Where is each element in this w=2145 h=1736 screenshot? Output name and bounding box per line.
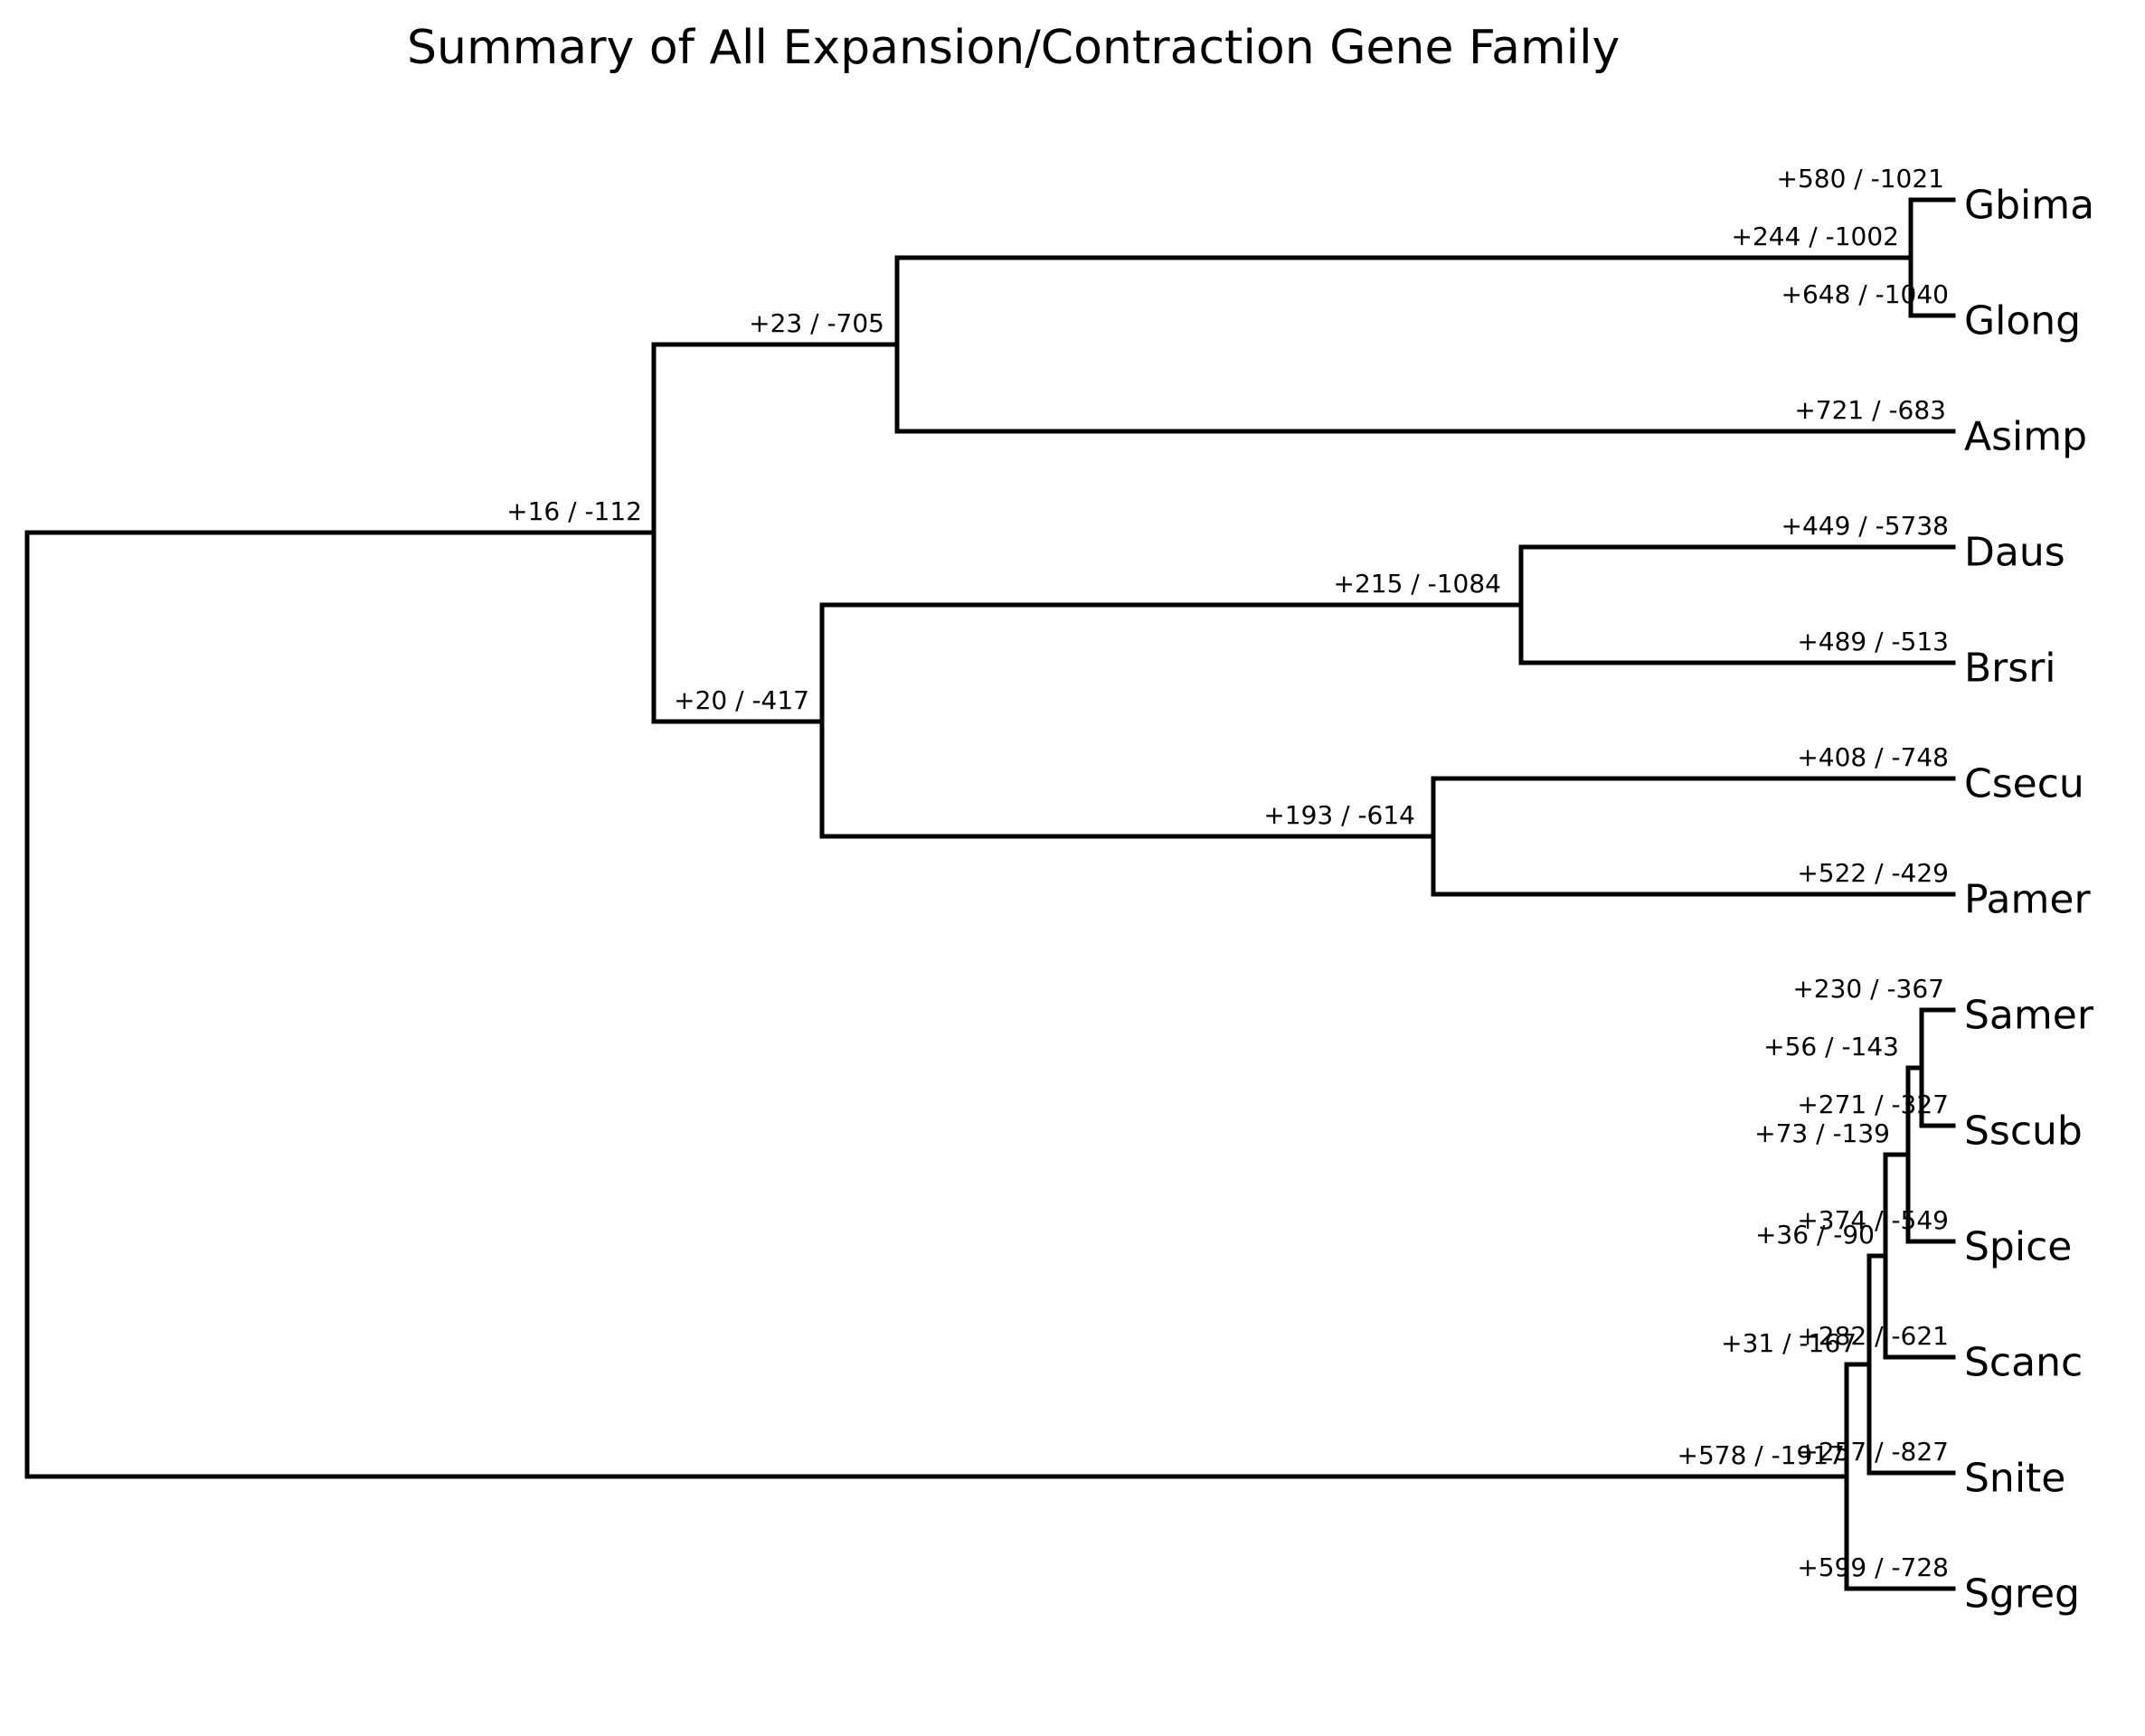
species-name: Brsri <box>1964 646 2056 692</box>
branch-gain-loss-label: +580 / -1021 <box>1777 164 1945 193</box>
branch-gain-loss-label: +271 / -327 <box>1797 1090 1949 1119</box>
species-name: Samer <box>1964 993 2094 1039</box>
branch-gain-loss-label: +721 / -683 <box>1794 395 1946 425</box>
branch-gain-loss-label: +599 / -728 <box>1797 1552 1949 1582</box>
branch-gain-loss-label: +56 / -143 <box>1763 1032 1899 1061</box>
species-name: Scanc <box>1964 1340 2083 1386</box>
branch-gain-loss-label: +244 / -1002 <box>1732 222 1900 251</box>
branch-gain-loss-label: +374 / -549 <box>1797 1205 1949 1235</box>
tree-branches <box>24 197 1956 1591</box>
branch-gain-loss-label: +36 / -90 <box>1755 1220 1875 1250</box>
species-name: Glong <box>1964 298 2081 344</box>
branch-gain-loss-label: +648 / -1040 <box>1781 279 1950 309</box>
species-name: Pamer <box>1964 877 2091 923</box>
chart-title: Summary of All Expansion/Contraction Gen… <box>407 21 1621 75</box>
tree-species-names: GbimaGlongAsimpDausBrsriCsecuPamerSamerS… <box>1964 183 2094 1618</box>
species-name: Sscub <box>1964 1109 2083 1155</box>
branch-gain-loss-label: +522 / -429 <box>1797 858 1949 888</box>
species-name: Gbima <box>1964 183 2094 229</box>
branch-gain-loss-label: +578 / -1917 <box>1677 1440 1846 1470</box>
branch-gain-loss-label: +20 / -417 <box>674 685 809 715</box>
species-name: Spice <box>1964 1224 2072 1270</box>
species-name: Csecu <box>1964 761 2084 807</box>
branch-gain-loss-label: +31 / -167 <box>1721 1328 1857 1358</box>
branch-gain-loss-label: +73 / -139 <box>1754 1118 1890 1148</box>
branch-gain-loss-label: +193 / -614 <box>1263 800 1415 830</box>
branch-gain-loss-label: +257 / -827 <box>1797 1437 1949 1467</box>
branch-gain-loss-label: +215 / -1084 <box>1334 569 1502 599</box>
species-name: Asimp <box>1964 414 2087 460</box>
branch-gain-loss-label: +449 / -5738 <box>1781 511 1950 541</box>
branch-gain-loss-label: +282 / -621 <box>1797 1321 1949 1351</box>
species-name: Sgreg <box>1964 1571 2080 1618</box>
species-name: Snite <box>1964 1456 2065 1502</box>
branch-gain-loss-label: +489 / -513 <box>1797 627 1949 656</box>
tree-branch-labels: +16 / -112 +23 / -705 +244 / -1002 +580 / -… <box>506 164 1949 1582</box>
branch-gain-loss-label: +23 / -705 <box>749 308 884 338</box>
branch-gain-loss-label: +230 / -367 <box>1792 974 1944 1004</box>
branch-gain-loss-label: +16 / -112 <box>506 496 642 526</box>
branch-gain-loss-label: +408 / -748 <box>1797 742 1949 772</box>
species-name: Daus <box>1964 530 2065 576</box>
